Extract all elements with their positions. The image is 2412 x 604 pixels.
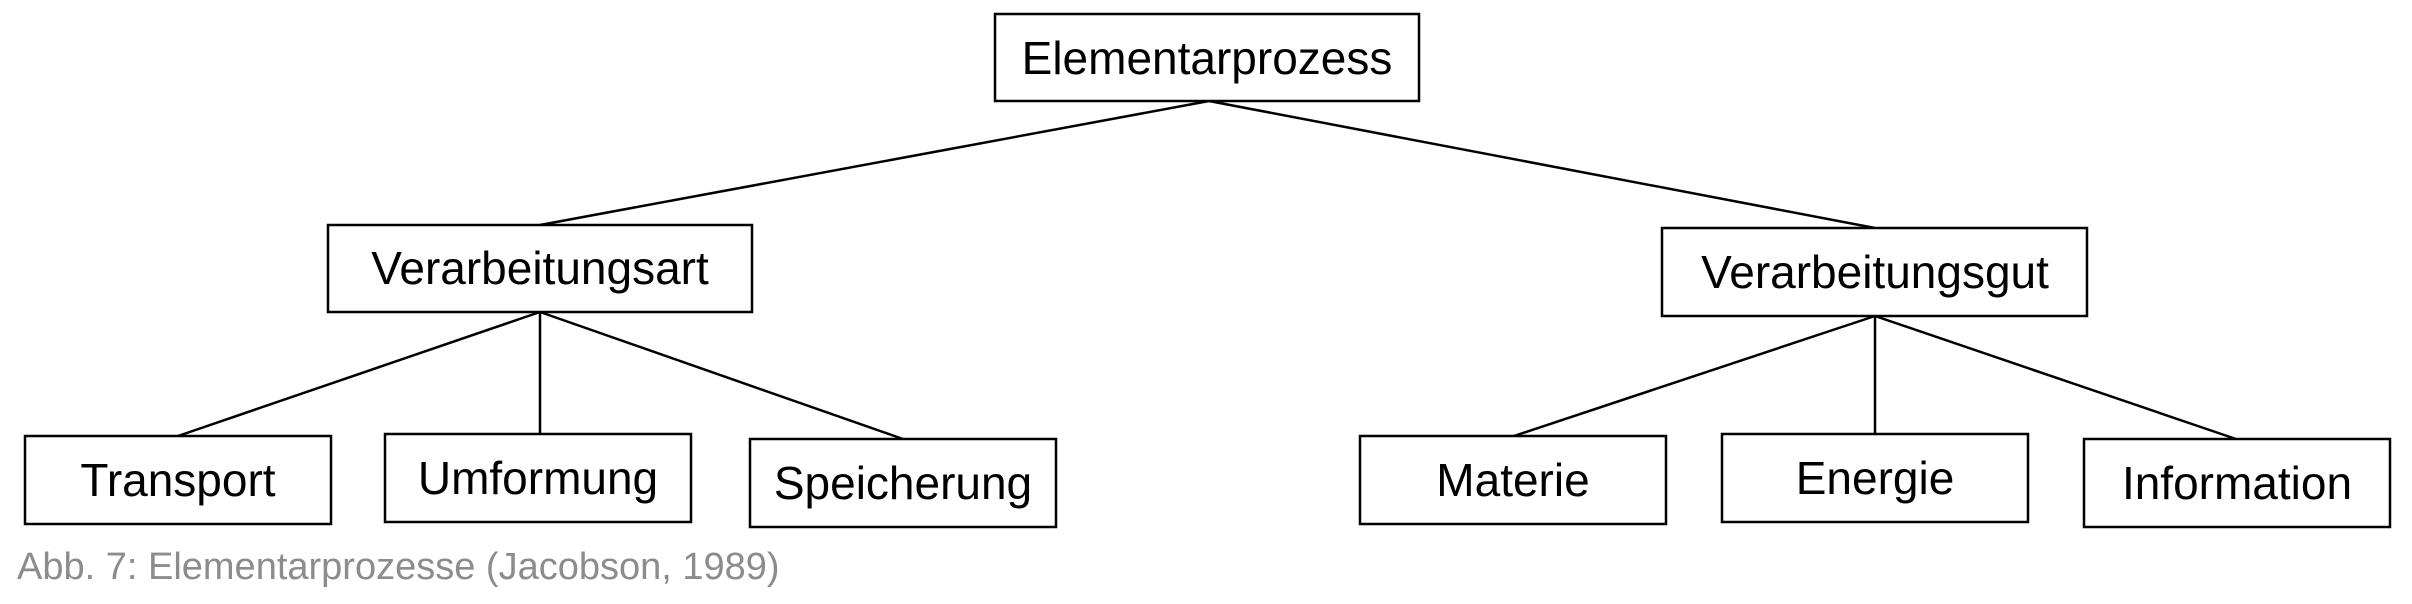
- edges: [177, 99, 2237, 441]
- edge-verarbeitungsgut-information: [1874, 314, 2237, 441]
- node-root-label: Elementarprozess: [1022, 32, 1393, 84]
- node-umformung-label: Umformung: [418, 452, 658, 504]
- node-verarbeitungsart-label: Verarbeitungsart: [371, 242, 709, 294]
- node-verarbeitungsart: Verarbeitungsart: [326, 223, 754, 314]
- edge-verarbeitungsgut-materie: [1513, 314, 1876, 438]
- node-information: Information: [2082, 437, 2392, 529]
- node-energie-label: Energie: [1796, 452, 1955, 504]
- node-transport: Transport: [23, 434, 333, 526]
- node-materie-label: Materie: [1436, 454, 1589, 506]
- figure-caption: Abb. 7: Elementarprozesse (Jacobson, 198…: [17, 546, 780, 588]
- node-energie: Energie: [1720, 432, 2030, 524]
- node-materie: Materie: [1358, 434, 1668, 526]
- edge-verarbeitungsart-transport: [177, 310, 541, 438]
- node-speicherung: Speicherung: [748, 437, 1058, 529]
- node-transport-label: Transport: [80, 454, 275, 506]
- edge-root-verarbeitungsgut: [1208, 99, 1876, 230]
- node-umformung: Umformung: [383, 432, 693, 524]
- edge-root-verarbeitungsart: [539, 99, 1210, 227]
- edge-verarbeitungsart-speicherung: [539, 310, 904, 441]
- node-information-label: Information: [2122, 457, 2352, 509]
- node-speicherung-label: Speicherung: [774, 457, 1032, 509]
- node-verarbeitungsgut-label: Verarbeitungsgut: [1701, 246, 2049, 298]
- node-verarbeitungsgut: Verarbeitungsgut: [1660, 226, 2089, 318]
- node-root: Elementarprozess: [993, 12, 1421, 103]
